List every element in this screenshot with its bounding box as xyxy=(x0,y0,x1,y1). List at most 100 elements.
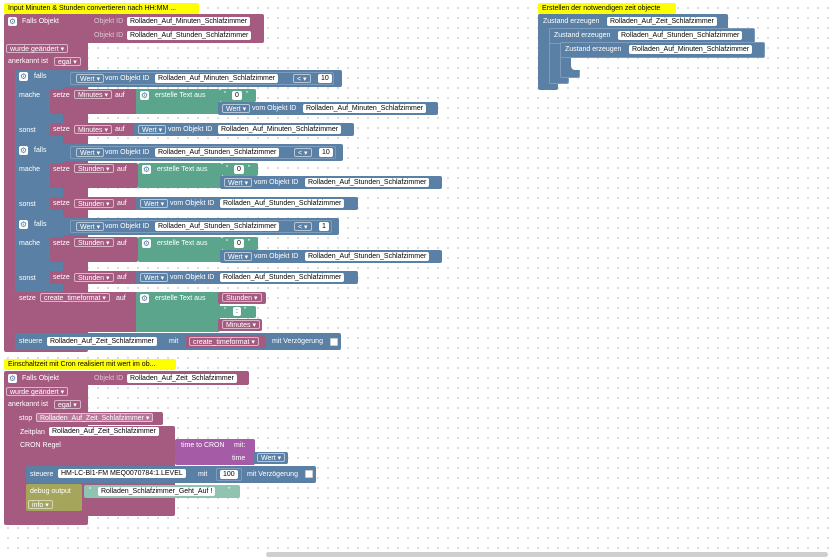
text-join-block[interactable] xyxy=(138,163,222,188)
number-field[interactable]: 1 xyxy=(319,222,329,231)
delay-checkbox[interactable] xyxy=(305,470,313,478)
wert-dropdown[interactable]: Wert ▾ xyxy=(224,252,253,261)
state-name-field[interactable]: Rolladen_Auf_Stunden_Schlafzimmer xyxy=(618,31,743,40)
horizontal-scrollbar[interactable] xyxy=(266,552,828,557)
wurde-geaendert-dropdown[interactable]: wurde geändert ▾ xyxy=(6,44,69,53)
variable-dropdown[interactable]: Stunden ▾ xyxy=(74,238,114,247)
gear-icon[interactable]: ⚙ xyxy=(19,72,28,81)
chevron-down-icon: ▾ xyxy=(160,275,165,282)
set-variable-block[interactable] xyxy=(50,123,138,136)
vom-objekt-id-label: vom Objekt ID xyxy=(170,274,215,281)
variable-dropdown[interactable]: Minutes ▾ xyxy=(222,320,260,329)
number-field[interactable]: 10 xyxy=(319,148,333,157)
wert-dropdown[interactable]: Wert ▾ xyxy=(138,125,167,134)
variable-dropdown[interactable]: Stunden ▾ xyxy=(222,293,262,302)
text-field[interactable]: 0 xyxy=(234,239,244,248)
wert-dropdown[interactable]: Wert ▾ xyxy=(140,199,169,208)
text-field[interactable]: Rolladen_Schlafzimmer_Geht_Auf ! xyxy=(98,487,216,496)
set-variable-block[interactable] xyxy=(50,271,138,284)
sonst-label: sonst xyxy=(19,275,36,282)
text-join-block[interactable] xyxy=(136,89,220,114)
dropdown-label: Stunden xyxy=(226,295,253,302)
object-id-field[interactable]: Rolladen_Auf_Zeit_Schlafzimmer xyxy=(47,337,157,346)
egal-dropdown[interactable]: egal ▾ xyxy=(54,57,81,66)
number-field[interactable]: 10 xyxy=(318,74,332,83)
empty-statement-slot[interactable] xyxy=(571,58,585,70)
wert-dropdown[interactable]: Wert ▾ xyxy=(76,222,105,231)
gear-icon[interactable]: ⚙ xyxy=(142,165,151,174)
dropdown-label: < xyxy=(298,224,303,231)
variable-dropdown[interactable]: create_timeformat ▾ xyxy=(40,293,110,302)
text-field[interactable]: 0 xyxy=(234,165,244,174)
gear-icon[interactable]: ⚙ xyxy=(140,91,149,100)
text-field[interactable]: 0 xyxy=(232,91,242,100)
gear-icon[interactable]: ⚙ xyxy=(19,146,28,155)
get-variable-block[interactable] xyxy=(186,335,266,348)
object-id-field[interactable]: Rolladen_Auf_Minuten_Schlafzimmer xyxy=(303,104,427,113)
set-timeformat-block[interactable] xyxy=(15,292,138,332)
wert-dropdown[interactable]: Wert ▾ xyxy=(257,453,286,462)
wert-dropdown[interactable]: Wert ▾ xyxy=(76,74,105,83)
object-id-field[interactable]: Rolladen_Auf_Minuten_Schlafzimmer xyxy=(127,17,251,26)
variable-dropdown[interactable]: Minutes ▾ xyxy=(74,125,112,134)
dropdown-label: Minutes xyxy=(78,92,103,99)
text-join-block[interactable] xyxy=(136,292,220,332)
wert-dropdown[interactable]: Wert ▾ xyxy=(140,273,169,282)
egal-dropdown[interactable]: egal ▾ xyxy=(54,400,81,409)
chevron-down-icon: ▾ xyxy=(254,295,258,302)
operator-dropdown[interactable]: < ▾ xyxy=(294,222,312,231)
wert-dropdown[interactable]: Wert ▾ xyxy=(76,148,105,157)
state-name-field[interactable]: Rolladen_Auf_Minuten_Schlafzimmer xyxy=(629,45,753,54)
log-level-dropdown[interactable]: info ▾ xyxy=(28,500,53,509)
object-id-field[interactable]: Rolladen_Auf_Stunden_Schlafzimmer xyxy=(155,222,280,231)
object-id-field[interactable]: Rolladen_Auf_Zeit_Schlafzimmer xyxy=(127,374,237,383)
variable-dropdown[interactable]: Stunden ▾ xyxy=(74,273,114,282)
object-id-field[interactable]: Rolladen_Auf_Minuten_Schlafzimmer xyxy=(155,74,279,83)
delay-checkbox[interactable] xyxy=(330,338,338,346)
text-field[interactable]: : xyxy=(233,307,241,316)
quote-close-icon: ” xyxy=(248,165,251,172)
comment-block-2[interactable]: Einschaltzeit mit Cron realisiert mit we… xyxy=(4,359,176,370)
quote-open-icon: “ xyxy=(224,307,227,314)
object-id-field[interactable]: Rolladen_Auf_Stunden_Schlafzimmer xyxy=(220,273,345,282)
set-variable-block[interactable] xyxy=(50,237,138,262)
object-id-field[interactable]: Rolladen_Auf_Stunden_Schlafzimmer xyxy=(305,178,430,187)
state-name-field[interactable]: Rolladen_Auf_Zeit_Schlafzimmer xyxy=(607,17,717,26)
object-id-field[interactable]: Rolladen_Auf_Stunden_Schlafzimmer xyxy=(155,148,280,157)
set-variable-block[interactable] xyxy=(50,89,138,114)
chevron-down-icon: ▾ xyxy=(242,106,247,113)
variable-dropdown[interactable]: create_timeformat ▾ xyxy=(189,337,259,346)
mache-label: mache xyxy=(19,166,41,173)
vom-objekt-id-label: vom Objekt ID xyxy=(105,149,150,156)
comment-block-1[interactable]: Input Minuten & Stunden convertieren nac… xyxy=(4,3,199,14)
operator-dropdown[interactable]: < ▾ xyxy=(293,74,311,83)
debug-output-block[interactable] xyxy=(26,484,82,511)
variable-dropdown[interactable]: Stunden ▾ xyxy=(74,164,114,173)
variable-dropdown[interactable]: Minutes ▾ xyxy=(74,90,112,99)
wert-dropdown[interactable]: Wert ▾ xyxy=(224,178,253,187)
wurde-geaendert-dropdown[interactable]: wurde geändert ▾ xyxy=(6,387,69,396)
gear-icon[interactable]: ⚙ xyxy=(8,374,17,383)
variable-dropdown[interactable]: Stunden ▾ xyxy=(74,199,114,208)
gear-icon[interactable]: ⚙ xyxy=(140,294,149,303)
object-id-field[interactable]: Rolladen_Auf_Stunden_Schlafzimmer xyxy=(127,31,252,40)
gear-icon[interactable]: ⚙ xyxy=(8,17,17,26)
object-id-field[interactable]: HM-LC-Bl1-FM MEQ0070784:1.LEVEL xyxy=(58,469,186,478)
gear-icon[interactable]: ⚙ xyxy=(19,220,28,229)
wert-dropdown[interactable]: Wert ▾ xyxy=(222,104,251,113)
chevron-down-icon: ▾ xyxy=(73,59,77,66)
gear-icon[interactable]: ⚙ xyxy=(142,239,151,248)
set-variable-block[interactable] xyxy=(50,197,138,210)
object-id-field[interactable]: Rolladen_Auf_Minuten_Schlafzimmer xyxy=(218,125,342,134)
set-variable-block[interactable] xyxy=(50,163,138,188)
object-id-field[interactable]: Rolladen_Auf_Stunden_Schlafzimmer xyxy=(305,252,430,261)
schedule-name-field[interactable]: Rolladen_Auf_Zeit_Schlafzimmer xyxy=(49,427,159,436)
object-id-field[interactable]: Rolladen_Auf_Stunden_Schlafzimmer xyxy=(220,199,345,208)
number-field[interactable]: 100 xyxy=(220,470,238,479)
operator-dropdown[interactable]: < ▾ xyxy=(294,148,312,157)
time-to-cron-block[interactable] xyxy=(175,439,255,465)
dropdown-label: Wert xyxy=(80,76,95,83)
text-join-block[interactable] xyxy=(138,237,222,262)
schedule-dropdown[interactable]: Rolladen_Auf_Zeit_Schlafzimmer ▾ xyxy=(36,413,154,422)
comment-block-3[interactable]: Erstellen der notwendigen zeit objecte xyxy=(538,3,676,14)
